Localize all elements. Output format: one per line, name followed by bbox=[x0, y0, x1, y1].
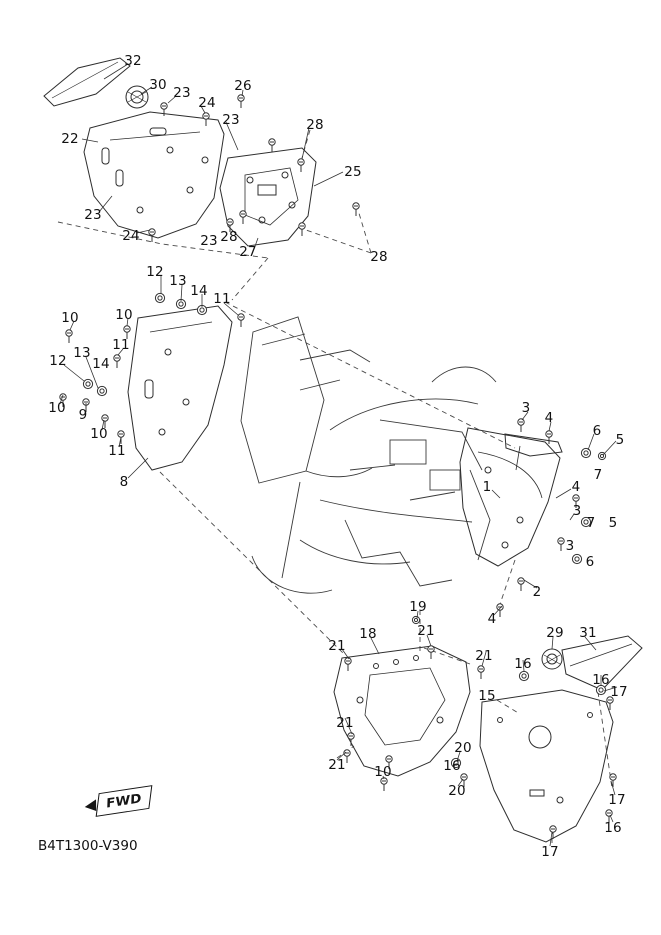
bracket-25-drawing bbox=[219, 147, 317, 247]
windshield-trim-drawing bbox=[43, 57, 131, 107]
panel-18-drawing bbox=[333, 645, 471, 777]
emblem-right-drawing bbox=[541, 648, 563, 670]
motorcycle-sketch bbox=[240, 316, 497, 594]
panel-1-drawing bbox=[459, 427, 563, 567]
fastener-glyphs bbox=[59, 94, 617, 840]
trim-31-drawing bbox=[561, 635, 643, 691]
panel-8-drawing bbox=[127, 305, 233, 471]
fwd-label: FWD bbox=[105, 791, 143, 811]
emblem-left-drawing bbox=[125, 85, 149, 109]
diagram-code: B4T1300-V390 bbox=[38, 838, 138, 854]
panel-22-drawing bbox=[83, 111, 225, 239]
panel-15-drawing bbox=[479, 689, 614, 843]
leader-lines bbox=[59, 63, 618, 847]
